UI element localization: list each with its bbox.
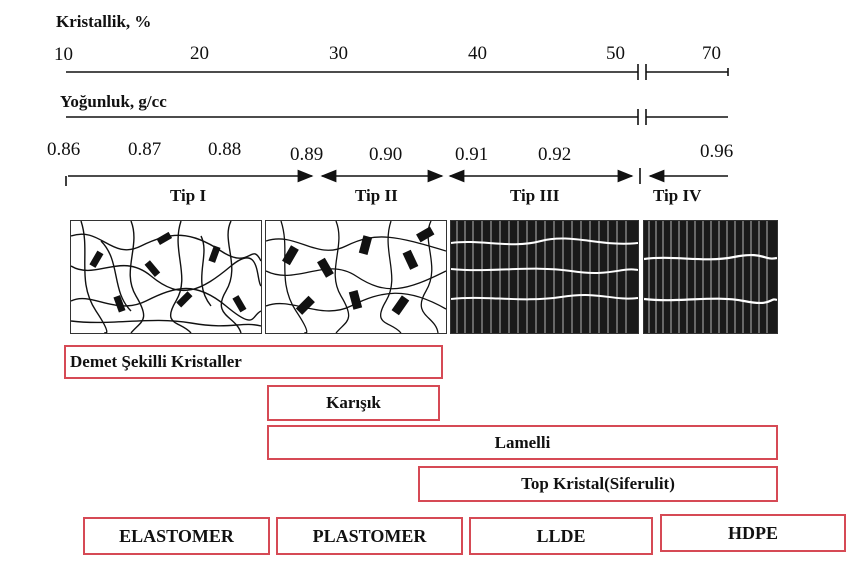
category-box-plastomer: PLASTOMER: [276, 517, 463, 555]
category-box-llde: LLDE: [469, 517, 653, 555]
crystallinity-tick-10: 10: [54, 44, 73, 65]
crystallinity-tick-40: 40: [468, 43, 487, 64]
morphology-box-lamellar: Lamelli: [267, 425, 778, 460]
density-tick-086: 0.86: [47, 139, 81, 160]
category-box-elastomer: ELASTOMER: [83, 517, 270, 555]
density-tick-090: 0.90: [369, 144, 403, 165]
crystallinity-tick-20: 20: [190, 43, 209, 64]
morphology-panel-tip4: [643, 220, 778, 334]
category-box-hdpe: HDPE: [660, 514, 846, 552]
type-label-1: Tip I: [170, 186, 207, 205]
morphology-box-fringed-micelle: Demet Şekilli Kristaller: [64, 345, 443, 379]
crystallinity-scale-title: Kristallik, %: [56, 12, 152, 31]
crystallinity-tick-70: 70: [702, 43, 721, 64]
density-tick-096: 0.96: [700, 141, 734, 162]
type-label-3: Tip III: [510, 186, 560, 205]
type-range-arrows: [65, 168, 728, 186]
density-tick-092: 0.92: [538, 144, 572, 165]
density-axis: [66, 109, 728, 125]
type-label-2: Tip II: [355, 186, 398, 205]
density-tick-087: 0.87: [128, 139, 162, 160]
crystallinity-tick-30: 30: [329, 43, 348, 64]
morphology-panel-tip1: [70, 220, 262, 334]
density-tick-089: 0.89: [290, 144, 324, 165]
crystallinity-tick-50: 50: [606, 43, 625, 64]
density-scale-title: Yoğunluk, g/cc: [60, 92, 167, 111]
morphology-box-spherulite: Top Kristal(Siferulit): [418, 466, 778, 502]
crystallinity-axis: [66, 64, 729, 80]
morphology-box-mixed: Karışık: [267, 385, 440, 421]
density-tick-091: 0.91: [455, 144, 489, 165]
morphology-panel-tip2: [265, 220, 447, 334]
morphology-panel-tip3: [450, 220, 639, 334]
density-tick-088: 0.88: [208, 139, 242, 160]
type-label-4: Tip IV: [653, 186, 702, 205]
